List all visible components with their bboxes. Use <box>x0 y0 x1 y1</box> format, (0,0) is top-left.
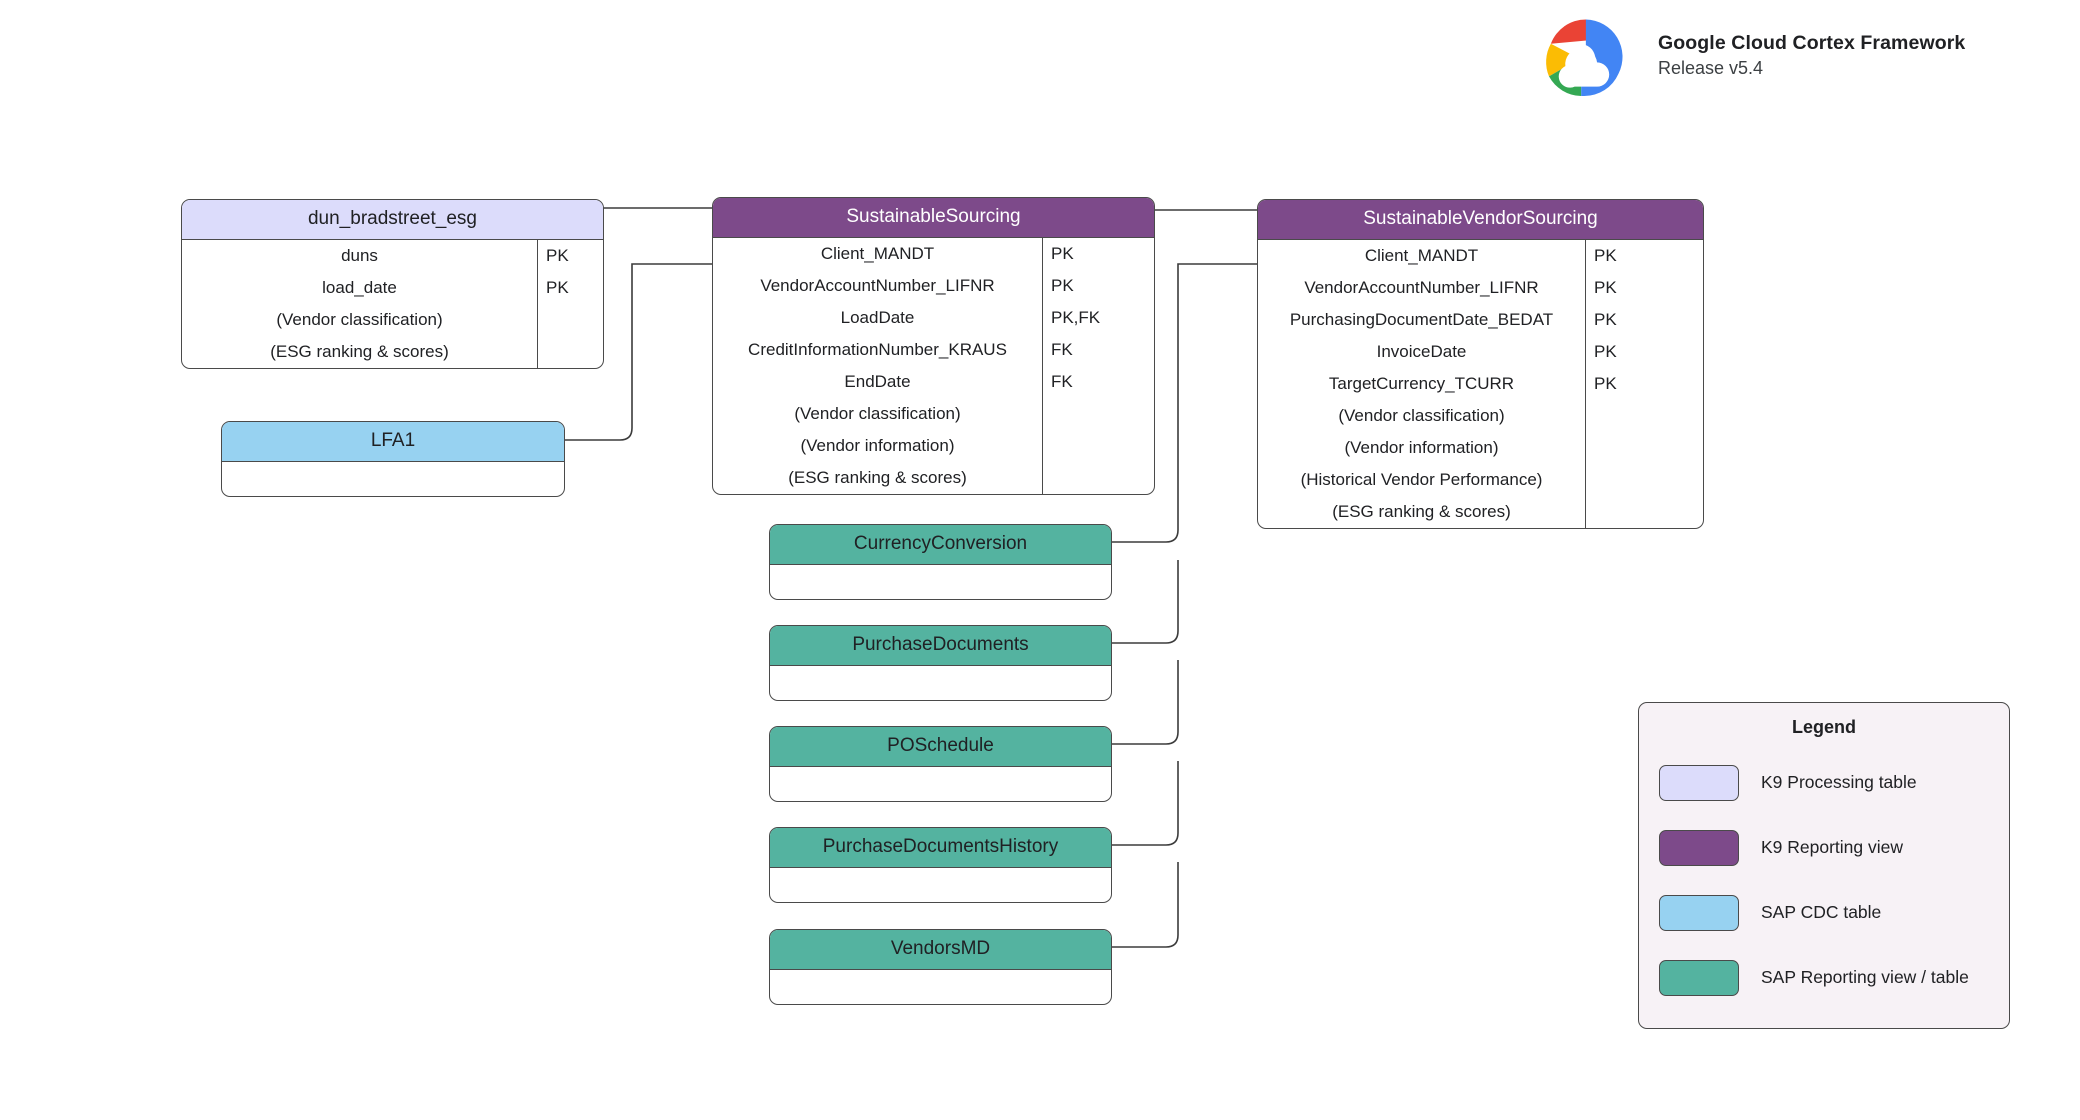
key-badge: FK <box>1051 340 1073 360</box>
key-badge <box>1586 432 1703 464</box>
legend-swatch-sap-cdc-table <box>1659 894 1739 931</box>
key-badge: PK <box>1594 342 1617 362</box>
legend-swatch-sap-reporting-view <box>1659 959 1739 996</box>
connector-purchasedocuments <box>1112 560 1179 644</box>
key-badge: PK <box>1594 246 1617 266</box>
legend-swatch-k9-processing-table <box>1659 764 1739 801</box>
field-row: (Historical Vendor Performance) <box>1300 470 1543 490</box>
entity-empty-body <box>222 462 564 496</box>
legend-label: K9 Processing table <box>1761 772 1917 792</box>
key-badge <box>1043 462 1154 494</box>
entity-sustainable-sourcing[interactable]: SustainableSourcing Client_MANDT VendorA… <box>712 197 1155 495</box>
entity-sustainable-vendor-sourcing[interactable]: SustainableVendorSourcing Client_MANDT V… <box>1257 199 1704 529</box>
entity-empty-body <box>770 767 1111 801</box>
key-badge <box>1043 398 1154 430</box>
entity-title: LFA1 <box>222 422 564 462</box>
key-badge <box>538 304 603 336</box>
field-row: EndDate <box>844 372 911 392</box>
key-badge <box>1043 430 1154 462</box>
key-badge <box>1586 496 1703 528</box>
legend-swatch-k9-reporting-view <box>1659 829 1739 866</box>
brand-release: Release v5.4 <box>1658 57 1764 78</box>
legend-label: K9 Reporting view <box>1761 837 1904 857</box>
entity-title: POSchedule <box>770 727 1111 767</box>
key-badge: PK <box>1594 278 1617 298</box>
field-row: (ESG ranking & scores) <box>270 342 449 362</box>
key-badge: PK <box>1051 244 1074 264</box>
entity-title: SustainableVendorSourcing <box>1258 200 1703 240</box>
key-badge: PK <box>1594 374 1617 394</box>
brand-header: Google Cloud Cortex Framework Release v5… <box>1528 8 1965 100</box>
legend-item-k9-reporting-view: K9 Reporting view <box>1659 815 1989 880</box>
google-cloud-logo-icon <box>1546 19 1623 97</box>
entity-lfa1[interactable]: LFA1 <box>221 421 565 497</box>
legend-item-sap-cdc-table: SAP CDC table <box>1659 880 1989 945</box>
legend-item-sap-reporting-view: SAP Reporting view / table <box>1659 945 1989 1010</box>
entity-title: PurchaseDocumentsHistory <box>770 828 1111 868</box>
field-row: (ESG ranking & scores) <box>788 468 967 488</box>
legend-title: Legend <box>1791 717 1856 737</box>
key-badge: FK <box>1051 372 1073 392</box>
field-row: VendorAccountNumber_LIFNR <box>1304 278 1539 298</box>
entity-empty-body <box>770 565 1111 599</box>
field-row: duns <box>341 246 378 266</box>
key-badge <box>538 336 603 368</box>
field-row: (Vendor information) <box>1344 438 1499 458</box>
entity-vendors-md[interactable]: VendorsMD <box>769 929 1112 1005</box>
key-badge: PK <box>1051 276 1074 296</box>
field-row: (ESG ranking & scores) <box>1332 502 1511 522</box>
entity-title: SustainableSourcing <box>713 198 1154 238</box>
entity-title: dun_bradstreet_esg <box>182 200 603 240</box>
entity-empty-body <box>770 666 1111 700</box>
entity-purchase-documents[interactable]: PurchaseDocuments <box>769 625 1112 701</box>
field-row: LoadDate <box>840 308 915 328</box>
key-badge <box>1586 400 1703 432</box>
field-row: InvoiceDate <box>1376 342 1467 362</box>
field-row: (Vendor classification) <box>794 404 961 424</box>
connector-poschedule <box>1112 660 1179 745</box>
key-badge: PK <box>546 278 569 298</box>
field-row: PurchasingDocumentDate_BEDAT <box>1289 310 1554 330</box>
field-row: (Vendor information) <box>800 436 955 456</box>
field-row: CreditInformationNumber_KRAUS <box>748 340 1007 360</box>
field-row: Client_MANDT <box>1364 246 1479 266</box>
entity-title: VendorsMD <box>770 930 1111 970</box>
connector-vendorsmd <box>1112 862 1179 948</box>
field-row: load_date <box>322 278 397 298</box>
field-row: (Vendor classification) <box>1338 406 1505 426</box>
key-badge: PK,FK <box>1051 308 1101 328</box>
entity-dun-bradstreet-esg[interactable]: dun_bradstreet_esg duns load_date (Vendo… <box>181 199 604 369</box>
legend-label: SAP CDC table <box>1761 902 1882 922</box>
key-badge: PK <box>546 246 569 266</box>
key-badge: PK <box>1594 310 1617 330</box>
legend-label: SAP Reporting view / table <box>1761 967 1969 987</box>
key-badge <box>1586 464 1703 496</box>
entity-title: PurchaseDocuments <box>770 626 1111 666</box>
entity-title: CurrencyConversion <box>770 525 1111 565</box>
field-row: (Vendor classification) <box>276 310 443 330</box>
legend-item-k9-processing-table: K9 Processing table <box>1659 750 1989 815</box>
connector-purchasedocumentshistory <box>1112 761 1179 846</box>
entity-purchase-documents-history[interactable]: PurchaseDocumentsHistory <box>769 827 1112 903</box>
entity-po-schedule[interactable]: POSchedule <box>769 726 1112 802</box>
field-row: Client_MANDT <box>820 244 935 264</box>
entity-currency-conversion[interactable]: CurrencyConversion <box>769 524 1112 600</box>
entity-empty-body <box>770 868 1111 902</box>
entity-empty-body <box>770 970 1111 1004</box>
field-row: TargetCurrency_TCURR <box>1328 374 1515 394</box>
field-row: VendorAccountNumber_LIFNR <box>760 276 995 296</box>
legend-panel: Legend K9 Processing table K9 Reporting … <box>1638 702 2010 1029</box>
brand-title: Google Cloud Cortex Framework <box>1658 32 1966 55</box>
